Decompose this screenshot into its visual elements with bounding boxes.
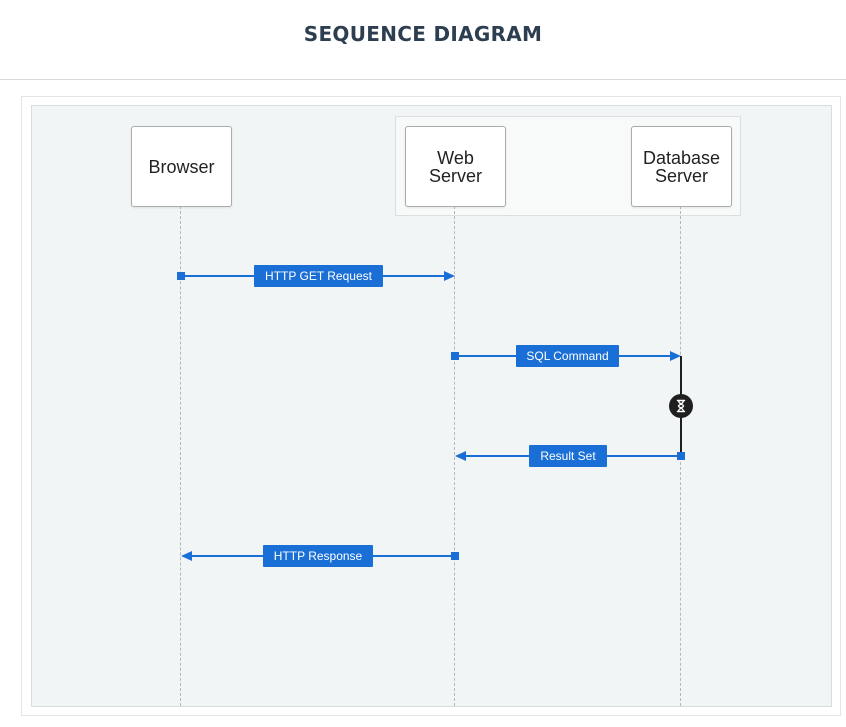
message-label: HTTP GET Request bbox=[254, 265, 383, 287]
participant-web-server[interactable]: Web Server bbox=[405, 126, 506, 207]
participant-database-server[interactable]: Database Server bbox=[631, 126, 732, 207]
lifeline-browser bbox=[180, 206, 181, 706]
message-label: HTTP Response bbox=[263, 545, 373, 567]
arrow-left-icon bbox=[455, 451, 466, 461]
arrow-right-icon bbox=[670, 351, 681, 361]
participant-label: Database Server bbox=[642, 147, 721, 186]
arrow-left-icon bbox=[181, 551, 192, 561]
participant-browser[interactable]: Browser bbox=[131, 126, 232, 207]
lifeline-web-server bbox=[454, 206, 455, 706]
page-title: SEQUENCE DIAGRAM bbox=[303, 22, 543, 46]
message-label: SQL Command bbox=[516, 345, 619, 367]
page-header: SEQUENCE DIAGRAM bbox=[0, 0, 846, 80]
message-start-marker bbox=[451, 552, 459, 560]
message-start-marker bbox=[451, 352, 459, 360]
participant-label: Web Server bbox=[428, 147, 482, 186]
arrow-right-icon bbox=[444, 271, 455, 281]
message-start-marker bbox=[677, 452, 685, 460]
participant-label: Browser bbox=[148, 156, 215, 177]
message-start-marker bbox=[177, 272, 185, 280]
message-label: Result Set bbox=[529, 445, 607, 467]
hourglass-icon[interactable] bbox=[669, 394, 693, 418]
